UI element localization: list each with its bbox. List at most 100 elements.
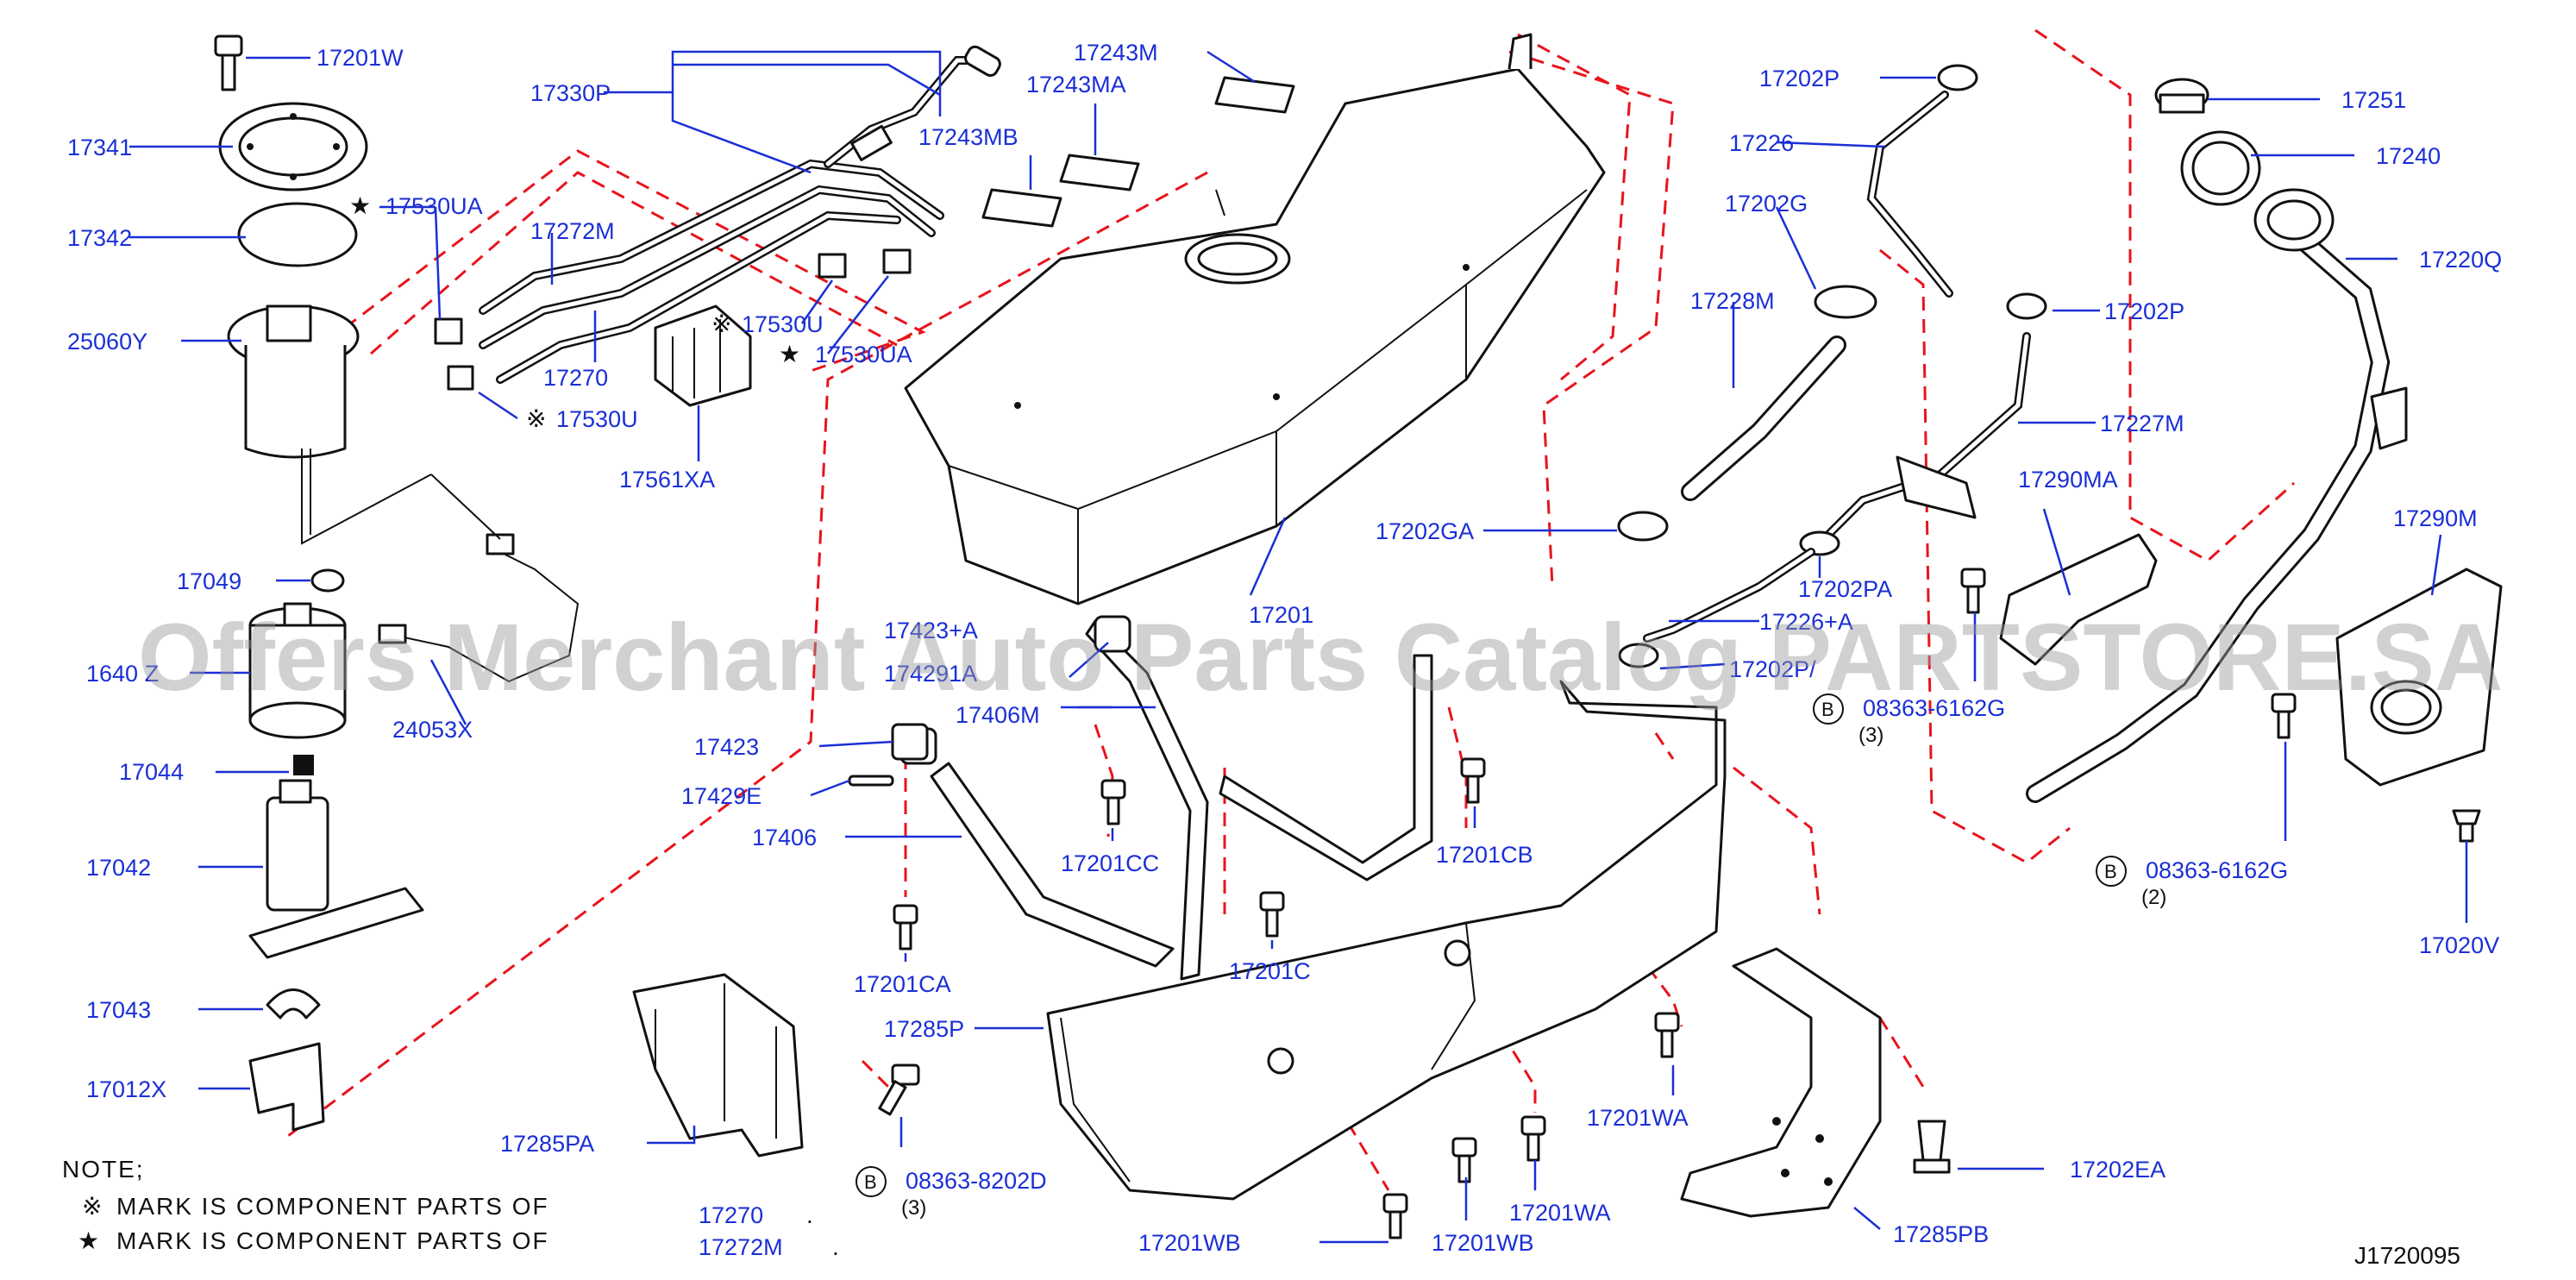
clamp-17202GA-icon bbox=[1617, 511, 1669, 542]
clip-17202EA-icon bbox=[1913, 1120, 1951, 1174]
label-plates bbox=[981, 76, 1295, 228]
label-17202P-b: 17202P bbox=[2104, 298, 2184, 324]
label-17202PB: 17202P/ bbox=[1729, 656, 1816, 682]
note-asterisk-symbol: ※ bbox=[82, 1193, 103, 1220]
clip-17043-icon bbox=[266, 988, 321, 1020]
label-17243M: 17243M bbox=[1074, 40, 1158, 66]
label-25060Y: 25060Y bbox=[67, 329, 147, 355]
bolt-17429E-icon bbox=[848, 775, 894, 787]
filler-bracket-icon bbox=[2370, 386, 2408, 450]
label-17429E: 17429E bbox=[681, 783, 762, 809]
label-17012X: 17012X bbox=[86, 1076, 166, 1102]
cap-17251-icon bbox=[2154, 78, 2209, 114]
bolt-17201WA-a-icon bbox=[1654, 1012, 1680, 1058]
label-17201W: 17201W bbox=[317, 45, 404, 71]
note-star-symbol: ★ bbox=[78, 1227, 101, 1254]
label-17220Q: 17220Q bbox=[2419, 247, 2502, 273]
bolt-17201WB-a-icon bbox=[1382, 1193, 1408, 1239]
label-17406: 17406 bbox=[752, 825, 817, 850]
pump-module-25060Y-icon bbox=[227, 304, 432, 545]
ring-17240-icon bbox=[2180, 130, 2261, 206]
connector-17330P-icon bbox=[850, 45, 1001, 161]
label-17202GA: 17202GA bbox=[1376, 518, 1474, 544]
label-17226A: 17226+A bbox=[1759, 609, 1853, 635]
notes-block: NOTE; ※ MARK IS COMPONENT PARTS OF ★ MAR… bbox=[62, 1156, 549, 1254]
label-17429A: 174291A bbox=[884, 661, 977, 687]
circle-mark-B-a: B bbox=[864, 1171, 877, 1193]
label-17341: 17341 bbox=[67, 135, 132, 160]
label-17201WB-a: 17201WB bbox=[1138, 1230, 1241, 1256]
bolt-08363-6162G-b-icon bbox=[2271, 693, 2297, 739]
dot-b: . bbox=[832, 1233, 839, 1260]
harness-24053X-icon bbox=[387, 551, 580, 683]
label-17049: 17049 bbox=[177, 568, 241, 594]
fuel-filter-16400Z-icon bbox=[248, 602, 347, 739]
bolt-17201WA-b-icon bbox=[1520, 1115, 1546, 1162]
label-17202G: 17202G bbox=[1725, 191, 1808, 216]
diagram-ref-code: J1720095 bbox=[2354, 1242, 2460, 1269]
qty-3-b: (3) bbox=[1858, 724, 1883, 747]
bolt-08363-6162G-a-icon bbox=[1960, 568, 1986, 614]
label-17042: 17042 bbox=[86, 855, 151, 881]
retainer-ring-17341-icon bbox=[218, 102, 368, 191]
rivet-17020V-icon bbox=[2452, 809, 2481, 843]
label-17423: 17423 bbox=[694, 734, 759, 760]
bolt-08363-8202D-icon bbox=[878, 1064, 920, 1116]
label-17226: 17226 bbox=[1729, 130, 1794, 156]
label-17227M: 17227M bbox=[2100, 411, 2184, 436]
part-labels: 17201W 17341 17342 ★ 17530UA 25060Y 1733… bbox=[67, 40, 2502, 1260]
clamp-17202P-b-icon bbox=[2006, 292, 2047, 320]
bolt-17201W-icon bbox=[214, 35, 243, 91]
label-17290MA: 17290MA bbox=[2018, 467, 2118, 493]
oring-17049-icon bbox=[310, 568, 345, 593]
label-17530UA-b: 17530UA bbox=[815, 342, 912, 367]
label-17201CB: 17201CB bbox=[1436, 842, 1533, 868]
label-17530UA-a: 17530UA bbox=[385, 193, 483, 219]
note-title: NOTE; bbox=[62, 1156, 145, 1183]
label-17201WA-b: 17201WA bbox=[1509, 1200, 1611, 1226]
bolt-17201CA-icon bbox=[893, 904, 918, 951]
bolt-17201WB-b-icon bbox=[1451, 1137, 1477, 1183]
label-24053X: 24053X bbox=[392, 717, 473, 743]
label-17044: 17044 bbox=[119, 759, 184, 785]
leader-lines bbox=[129, 50, 2468, 1244]
label-17285PB: 17285PB bbox=[1893, 1221, 1989, 1247]
clip-17530UA-b-icon bbox=[882, 248, 912, 274]
label-08363-6162G-b: 08363-6162G bbox=[2146, 857, 2288, 883]
label-17228M: 17228M bbox=[1690, 288, 1775, 314]
label-17330P: 17330P bbox=[530, 80, 611, 106]
label-17202P-a: 17202P bbox=[1759, 66, 1840, 91]
label-17270-b: 17270 bbox=[699, 1202, 763, 1228]
clamp-17202G-icon bbox=[1814, 285, 1877, 319]
clamp-17202P-a-icon bbox=[1937, 64, 1978, 91]
label-17342: 17342 bbox=[67, 225, 132, 251]
bolt-17201C-icon bbox=[1259, 891, 1285, 938]
asterisk-mark-17530U-a: ※ bbox=[526, 405, 546, 432]
dot-a: . bbox=[806, 1202, 813, 1228]
label-17201: 17201 bbox=[1249, 602, 1313, 628]
label-17530U-b: 17530U bbox=[742, 311, 824, 337]
guard-plates bbox=[632, 680, 1882, 1218]
label-17423A: 17423+A bbox=[884, 618, 978, 643]
asterisk-mark-17530U-b: ※ bbox=[711, 311, 731, 337]
label-17272M-b: 17272M bbox=[699, 1234, 783, 1260]
bracket-17012X-icon bbox=[248, 1042, 325, 1132]
label-17270-a: 17270 bbox=[543, 365, 608, 391]
label-17201C: 17201C bbox=[1229, 958, 1311, 984]
bolt-17201CB-icon bbox=[1460, 757, 1486, 804]
bolt-17201CC-icon bbox=[1100, 779, 1126, 825]
bolts bbox=[848, 568, 2481, 1239]
star-mark-17530UA-b: ★ bbox=[779, 341, 800, 367]
clip-17530U-b-icon bbox=[818, 253, 847, 279]
label-17285PA: 17285PA bbox=[500, 1131, 594, 1157]
fuel-pump-17042-icon bbox=[248, 779, 424, 959]
label-17043: 17043 bbox=[86, 997, 151, 1023]
label-17406M: 17406M bbox=[956, 702, 1040, 728]
filler-neck-cup-icon bbox=[2253, 188, 2335, 252]
grommet-17044-icon bbox=[293, 755, 314, 775]
label-17251: 17251 bbox=[2341, 87, 2406, 113]
label-17201WA-a: 17201WA bbox=[1587, 1105, 1689, 1131]
label-17201WB-b: 17201WB bbox=[1432, 1230, 1534, 1256]
note-line-2: MARK IS COMPONENT PARTS OF bbox=[116, 1227, 549, 1254]
fuel-tank-17201-icon bbox=[904, 33, 1606, 605]
